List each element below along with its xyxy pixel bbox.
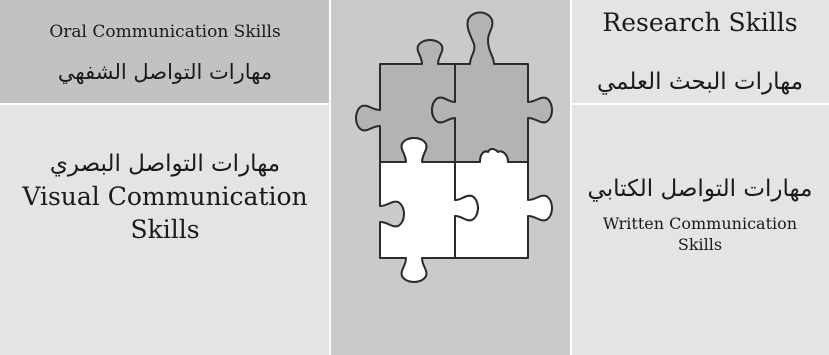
divider-vertical-right (570, 0, 572, 355)
research-skills-ar: مهارات البحث العلمي (596, 69, 804, 95)
written-communication-cell: مهارات التواصل الكتابي Written Communica… (571, 104, 829, 355)
written-communication-ar: مهارات التواصل الكتابي (587, 176, 813, 202)
written-communication-en-line2: Skills (677, 235, 723, 254)
puzzle-piece-top-right (431, 11, 553, 163)
oral-communication-ar: مهارات التواصل الشفهي (57, 60, 273, 84)
divider-vertical-left (329, 0, 331, 355)
visual-communication-en-line2: Skills (130, 215, 200, 244)
research-skills-en: Research Skills (602, 8, 798, 37)
divider-horizontal-left (0, 103, 330, 105)
research-skills-cell: Research Skills مهارات البحث العلمي (571, 0, 829, 104)
written-communication-en-line1: Written Communication (602, 214, 798, 233)
visual-communication-cell: مهارات التواصل البصري Visual Communicati… (0, 104, 330, 355)
puzzle-piece-bottom-right (454, 148, 553, 259)
oral-communication-cell: Oral Communication Skills مهارات التواصل… (0, 0, 330, 104)
divider-horizontal-right (571, 103, 829, 105)
puzzle-panel (330, 0, 571, 355)
oral-communication-en: Oral Communication Skills (49, 22, 281, 42)
puzzle-graphic (355, 11, 553, 283)
visual-communication-en-line1: Visual Communication (22, 182, 308, 211)
visual-communication-ar: مهارات التواصل البصري (49, 151, 281, 177)
